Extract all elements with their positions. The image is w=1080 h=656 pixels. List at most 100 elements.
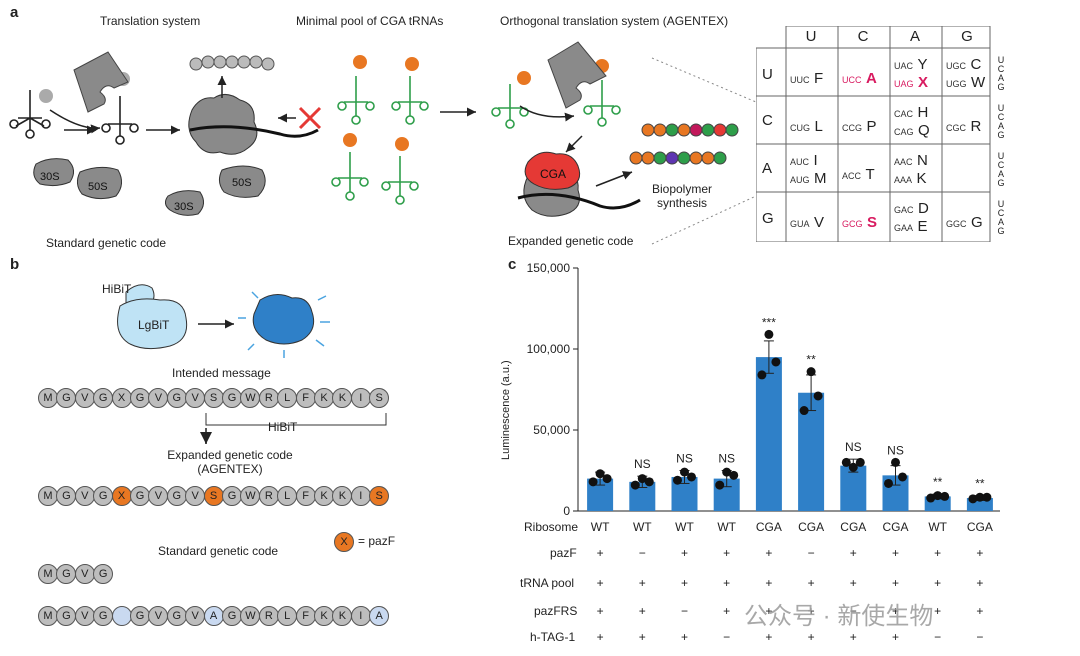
svg-text:30S: 30S xyxy=(174,201,194,213)
condition-ribosome: CGA xyxy=(966,520,993,534)
mrna-icon xyxy=(189,125,319,138)
residue-bead: S xyxy=(369,388,390,408)
codon-cug: CUG L xyxy=(790,118,823,135)
condition-trna: + xyxy=(638,576,646,590)
condition-pazfrs: + xyxy=(934,604,942,618)
codon-cag: CAG Q xyxy=(894,122,930,139)
row-label-ribosome: Ribosome xyxy=(524,520,579,534)
hibit-bracket-label: HiBiT xyxy=(268,420,298,434)
data-point xyxy=(884,478,893,488)
condition-pazfrs: + xyxy=(723,604,731,618)
significance-label: ** xyxy=(975,477,985,491)
data-point xyxy=(771,357,781,367)
condition-htag: − xyxy=(934,630,942,644)
row-header-a: A xyxy=(762,160,773,177)
significance-label: ** xyxy=(933,475,943,489)
condition-htag: − xyxy=(723,630,731,644)
svg-text:CGA: CGA xyxy=(540,167,566,181)
col-header-a: A xyxy=(909,28,920,45)
data-point xyxy=(933,491,943,501)
residue-bead: G xyxy=(130,388,150,408)
synthetase-icon xyxy=(73,51,129,113)
codon-ugc: UGC C xyxy=(946,56,982,73)
data-point xyxy=(841,457,851,467)
residue-bead: F xyxy=(295,606,316,626)
condition-ribosome: CGA xyxy=(755,520,782,534)
residue-bead: G xyxy=(56,388,77,408)
condition-trna: + xyxy=(596,576,604,590)
ribosome-icon xyxy=(188,94,258,155)
data-point xyxy=(968,494,978,504)
condition-pazfrs: + xyxy=(765,604,773,618)
residue-bead: V xyxy=(148,606,169,626)
condition-pazf: − xyxy=(807,546,815,560)
codon-cgc: CGC R xyxy=(946,118,982,135)
data-point xyxy=(940,491,950,501)
pazf-legend-bead: X xyxy=(334,532,354,552)
luciferase-icon xyxy=(252,294,315,345)
panel-b-label: b xyxy=(10,256,20,273)
glow-rays xyxy=(238,291,330,358)
significance-label: ** xyxy=(806,353,816,367)
condition-trna: + xyxy=(976,576,984,590)
data-point xyxy=(729,470,739,480)
condition-htag: + xyxy=(891,630,899,644)
residue-bead: W xyxy=(240,388,261,408)
data-point xyxy=(848,462,858,472)
residue-bead: G xyxy=(56,606,77,626)
condition-trna: + xyxy=(765,576,773,590)
condition-pazf: + xyxy=(765,546,773,560)
condition-pazf: − xyxy=(638,546,646,560)
codon-aac: AAC N xyxy=(894,152,928,169)
codon-aug: AUG M xyxy=(790,170,827,187)
data-point xyxy=(595,469,605,479)
orthogonal-synthetase-icon xyxy=(547,41,607,109)
data-point xyxy=(588,477,598,487)
data-point xyxy=(687,472,696,482)
data-point xyxy=(602,474,612,484)
data-point xyxy=(891,457,900,467)
svg-text:50S: 50S xyxy=(88,181,108,193)
condition-pazfrs: − xyxy=(680,604,688,618)
residue-bead: G xyxy=(222,486,242,506)
data-point xyxy=(680,467,689,477)
row-label-htag: h-TAG-1 xyxy=(530,630,576,644)
codon-ggc: GGC G xyxy=(946,214,983,231)
trna-icon xyxy=(9,90,51,139)
codon-cac: CAC H xyxy=(894,104,929,121)
condition-trna: + xyxy=(934,576,942,590)
condition-trna: + xyxy=(849,576,857,590)
watermark: 公众号 · 新使生物 xyxy=(744,603,934,630)
condition-htag: + xyxy=(807,630,815,644)
condition-htag: + xyxy=(596,630,604,644)
col-header-g: G xyxy=(961,28,973,45)
significance-label: NS xyxy=(676,452,693,466)
col-header-c: C xyxy=(857,28,869,45)
codon-uac: UAC Y xyxy=(894,56,928,73)
codon-ccg: CCG P xyxy=(842,118,877,135)
residue-bead: V xyxy=(185,606,206,626)
data-point xyxy=(926,493,936,503)
residue-bead: G xyxy=(93,486,114,506)
codon-gac: GAC D xyxy=(894,200,929,217)
condition-ribosome: WT xyxy=(590,520,610,534)
condition-pazfrs: − xyxy=(849,604,857,618)
row-label-pazfrs: pazFRS xyxy=(534,604,578,618)
condition-pazfrs: + xyxy=(891,604,899,618)
condition-pazf: + xyxy=(596,546,604,560)
condition-pazfrs: + xyxy=(807,604,815,618)
condition-pazfrs: + xyxy=(638,604,646,618)
condition-pazf: + xyxy=(723,546,731,560)
data-point xyxy=(813,391,823,401)
amino-acid-icon xyxy=(39,89,53,103)
expanded-code-caption: Expanded genetic code xyxy=(508,234,634,248)
standard-code-title: Standard genetic code xyxy=(158,544,279,558)
residue-bead: G xyxy=(130,606,150,626)
codon-ucc: UCC A xyxy=(842,70,877,87)
condition-pazf: + xyxy=(680,546,688,560)
ribosome-30s-icon xyxy=(33,158,74,187)
translation-system-title: Translation system xyxy=(100,14,201,28)
